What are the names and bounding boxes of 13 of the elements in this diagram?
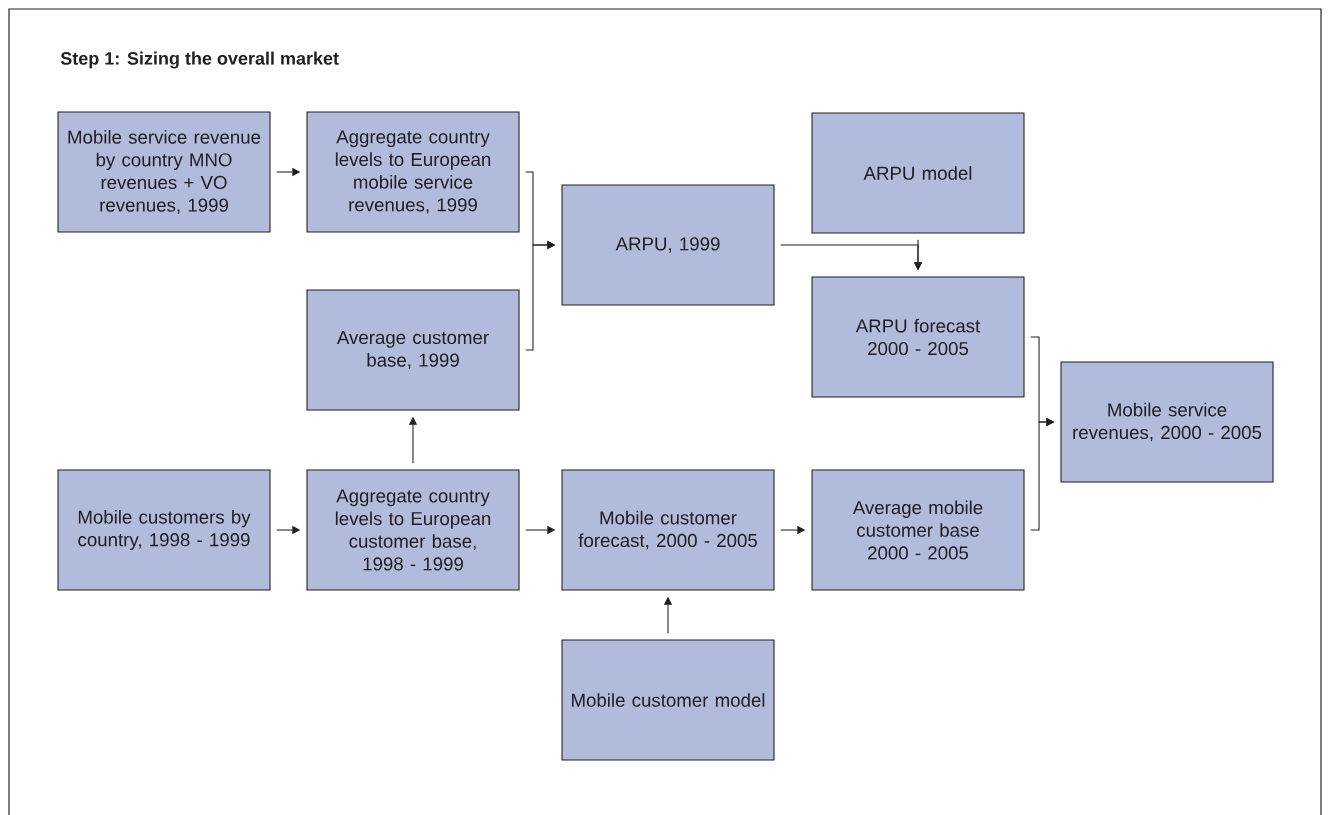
process-box: Aggregate country levels to European customer base, 1998 - 1999: [306, 469, 520, 591]
process-box: ARPU forecast 2000 - 2005: [811, 276, 1025, 398]
process-box: Mobile service revenue by country MNO revenues + VO revenues, 1999: [57, 111, 271, 233]
process-box: Mobile customers by country, 1998 - 1999: [57, 469, 271, 591]
process-box: Average customer base, 1999: [306, 289, 520, 411]
process-box: ARPU model: [811, 112, 1025, 234]
title: Step 1: Sizing the overall market: [60, 51, 339, 69]
process-box: Aggregate country levels to European mobile service revenues, 1999: [306, 111, 520, 233]
process-box: Mobile customer forecast, 2000 - 2005: [561, 469, 775, 591]
process-box: Mobile service revenues, 2000 - 2005: [1060, 361, 1274, 483]
process-box: Mobile customer model: [561, 639, 775, 761]
process-box: Average mobile customer base 2000 - 2005: [811, 469, 1025, 591]
process-box: ARPU, 1999: [561, 184, 775, 306]
